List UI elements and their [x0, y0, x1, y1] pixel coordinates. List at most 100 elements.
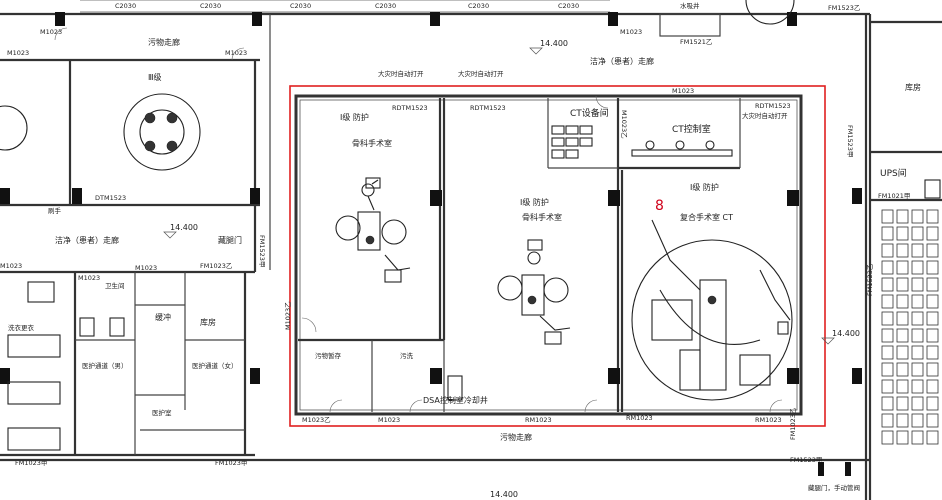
seat [911, 379, 924, 394]
door-code: FM1523甲 [258, 235, 266, 267]
seat [896, 277, 909, 292]
seat [881, 277, 894, 292]
door-code: M1023 [672, 87, 694, 95]
seat [896, 294, 909, 309]
structural-column [787, 190, 799, 206]
highlighted-surgical-zone: 大灾时自动打开 大灾时自动打开 RDTM1523 RDTM1523 RDTM15… [284, 39, 860, 427]
door-code: M1023 [40, 28, 62, 36]
seat [911, 396, 924, 411]
room-grade: Ⅰ级 防护 [520, 197, 549, 207]
seat [911, 294, 924, 309]
operating-light [123, 93, 201, 171]
room-grade: Ⅰ级 防护 [690, 182, 719, 192]
seat [926, 345, 939, 360]
door-code: M1023 [620, 28, 642, 36]
elevation-label: 14.400 [170, 223, 198, 232]
seat [911, 328, 924, 343]
door-code: FM1023乙 [789, 407, 797, 440]
window-label: C2030 [375, 2, 396, 10]
structural-column [430, 368, 442, 384]
ct-equipment-room: CT设备间 [551, 107, 609, 159]
door-code: M1023乙 [620, 110, 628, 139]
seat [896, 413, 909, 428]
seat [911, 345, 924, 360]
seat [896, 362, 909, 377]
corridor-label: 污物走廊 [148, 37, 180, 47]
seat [881, 379, 894, 394]
room-name: 复合手术室 CT [680, 212, 733, 222]
door-code: M1023 [0, 262, 22, 270]
fire-door-label: 藏腿门，手动管阀 [808, 483, 860, 492]
seat [881, 345, 894, 360]
structural-column [55, 12, 65, 26]
seat [926, 328, 939, 343]
seat [911, 209, 924, 224]
door-code: DTM1523 [95, 194, 126, 202]
elevation-label: 14.400 [832, 329, 860, 338]
seat [911, 362, 924, 377]
seat [881, 413, 894, 428]
elevation-label: 14.400 [540, 39, 568, 48]
seat [896, 260, 909, 275]
window-label: C2030 [290, 2, 311, 10]
door-code: M1023乙 [302, 416, 331, 424]
seat [896, 226, 909, 241]
top-strip: C2030 C2030 C2030 C2030 C2030 C2030 [0, 0, 870, 26]
structural-column [852, 368, 862, 384]
structural-column [250, 368, 260, 384]
door-code: RM1023 [626, 414, 653, 422]
window-label: C2030 [200, 2, 221, 10]
structural-column [250, 188, 260, 204]
door-code: FM1523乙 [866, 263, 874, 296]
window-label: C2030 [468, 2, 489, 10]
seat [926, 209, 939, 224]
seat [926, 226, 939, 241]
door-code: RM1023 [755, 416, 782, 424]
seating-grid [881, 209, 939, 445]
room-name: CT设备间 [570, 107, 609, 119]
ct-control-room: CT控制室 [631, 123, 733, 157]
room-label: UPS间 [880, 167, 907, 179]
seat [926, 294, 939, 309]
fire-note: 大灾时自动打开 [458, 69, 504, 78]
seat [926, 430, 939, 445]
door-code: M1023乙 [284, 301, 292, 330]
structural-column [608, 368, 620, 384]
structural-column [0, 368, 10, 384]
door-code: M1023 [378, 416, 400, 424]
seat [896, 345, 909, 360]
structural-column [430, 190, 442, 206]
room-name: 污洗 [400, 351, 414, 360]
structural-column [0, 188, 10, 204]
room-number: 8 [655, 198, 664, 214]
room-label: 卫生间 [105, 281, 125, 290]
seat [911, 277, 924, 292]
left-lower-rooms: 洗衣更衣 医护通道（男） 医护通道（女） 缓冲 库房 卫生间 医护室 FM102… [0, 205, 260, 467]
seat [926, 362, 939, 377]
structural-column [608, 12, 618, 26]
seat [881, 362, 894, 377]
door-code: FM1523乙 [828, 4, 861, 12]
room-label: 医护室 [152, 408, 172, 417]
window-label: C2030 [115, 2, 136, 10]
elevation-label: 14.400 [490, 490, 518, 499]
room-label: 库房 [905, 82, 921, 92]
right-upper-area: 水吸井 FM1523乙 FM1521乙 M1023 库房 UPS间 FM1021… [620, 0, 942, 500]
highlight-frame [289, 85, 826, 427]
door-code: M1023 [225, 49, 247, 57]
room-label: 医护通道（女） [192, 361, 238, 370]
room-label: Ⅲ级 [148, 72, 162, 82]
door-code: M1023 [7, 49, 29, 57]
room-name: 骨科手术室 [522, 212, 562, 222]
room-label: 洗衣更衣 [8, 323, 35, 332]
seat [896, 328, 909, 343]
room-label: 缓冲 [155, 312, 171, 322]
left-mid-corridor: 洁净（患者）走廊 14.400 藏腿门 FM1023乙 M1023 M1023 … [0, 223, 266, 282]
seat [881, 260, 894, 275]
door-code: RM1023 [525, 416, 552, 424]
seat [881, 243, 894, 258]
door-code: RDTM1523 [755, 102, 791, 110]
seat [926, 260, 939, 275]
ct-hybrid-equipment [631, 219, 793, 401]
